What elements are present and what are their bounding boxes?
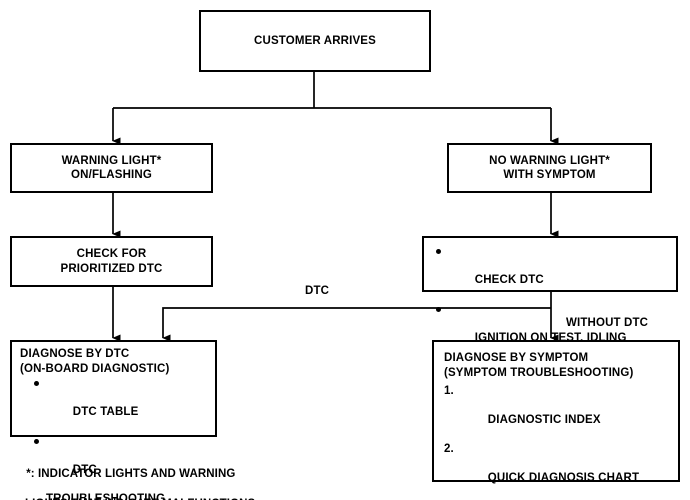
node-warning-light: WARNING LIGHT* ON/FLASHING — [10, 143, 213, 193]
node-diagnose-by-dtc-item2: DTC — [72, 464, 97, 476]
node-diagnose-by-dtc: DIAGNOSE BY DTC (ON-BOARD DIAGNOSTIC) DT… — [10, 340, 217, 500]
bullet-icon — [34, 381, 39, 386]
node-diagnose-by-symptom-item1-num: 1. — [444, 385, 454, 397]
node-customer-arrives: CUSTOMER ARRIVES — [199, 10, 431, 72]
node-diagnose-by-symptom-item2-num: 2. — [444, 443, 454, 455]
node-check-prioritized-dtc-line2: PRIORITIZED DTC — [60, 262, 163, 275]
node-diagnose-by-symptom: DIAGNOSE BY SYMPTOM (SYMPTOM TROUBLESHOO… — [432, 340, 680, 484]
node-warning-light-line2: ON/FLASHING — [71, 169, 152, 181]
bullet-icon — [34, 439, 39, 444]
footnote-line2: LIGHTS THAT INDICATE MALFUNCTIONS — [13, 497, 255, 500]
footnote-line1: *: INDICATOR LIGHTS AND WARNING — [26, 468, 236, 480]
edge-label-dtc: DTC — [305, 285, 330, 297]
list-item: DTC TROUBLESHOOTING FLOW — [32, 434, 210, 500]
node-diagnose-by-dtc-title1: DIAGNOSE BY DTC — [20, 348, 130, 360]
bullet-icon — [436, 249, 441, 254]
node-warning-light-line1: WARNING LIGHT* — [61, 154, 162, 167]
node-diagnose-by-dtc-title2: (ON-BOARD DIAGNOSTIC) — [20, 362, 170, 375]
edge-label-without-dtc: WITHOUT DTC — [566, 317, 649, 329]
node-check-dtc-item1: CHECK DTC — [474, 274, 544, 286]
bullet-icon — [436, 307, 441, 312]
node-diagnose-by-dtc-item2-cont1: TROUBLESHOOTING — [46, 493, 166, 500]
list-item: CHECK DTC — [434, 244, 670, 302]
node-no-warning-light: NO WARNING LIGHT* WITH SYMPTOM — [447, 143, 652, 193]
node-diagnose-by-dtc-item1: DTC TABLE — [72, 406, 139, 418]
node-check-dtc: CHECK DTC IGNITION ON TEST, IDLING TEST — [422, 236, 678, 373]
node-check-prioritized-dtc-line1: CHECK FOR — [76, 248, 147, 260]
node-diagnose-by-symptom-title2: (SYMPTOM TROUBLESHOOTING) — [444, 366, 634, 379]
node-diagnose-by-symptom-item2: QUICK DIAGNOSIS CHART — [487, 472, 640, 484]
node-check-prioritized-dtc: CHECK FOR PRIORITIZED DTC — [10, 236, 213, 287]
node-diagnose-by-symptom-title1: DIAGNOSE BY SYMPTOM — [444, 352, 589, 364]
node-diagnose-by-symptom-list: 1. DIAGNOSTIC INDEX 2. QUICK DIAGNOSIS C… — [444, 384, 672, 500]
footnote: *: INDICATOR LIGHTS AND WARNING LIGHTS T… — [13, 452, 255, 500]
node-no-warning-light-line1: NO WARNING LIGHT* — [489, 154, 610, 167]
node-diagnose-by-dtc-list: DTC TABLE DTC TROUBLESHOOTING FLOW — [20, 376, 210, 500]
list-item: 1. DIAGNOSTIC INDEX — [444, 384, 672, 442]
node-diagnose-by-symptom-item1: DIAGNOSTIC INDEX — [487, 414, 601, 426]
list-item: DTC TABLE — [32, 376, 210, 434]
node-customer-arrives-label: CUSTOMER ARRIVES — [254, 34, 376, 47]
list-item: 2. QUICK DIAGNOSIS CHART (IF MENTIONED) — [444, 442, 672, 500]
node-no-warning-light-line2: WITH SYMPTOM — [503, 169, 596, 181]
